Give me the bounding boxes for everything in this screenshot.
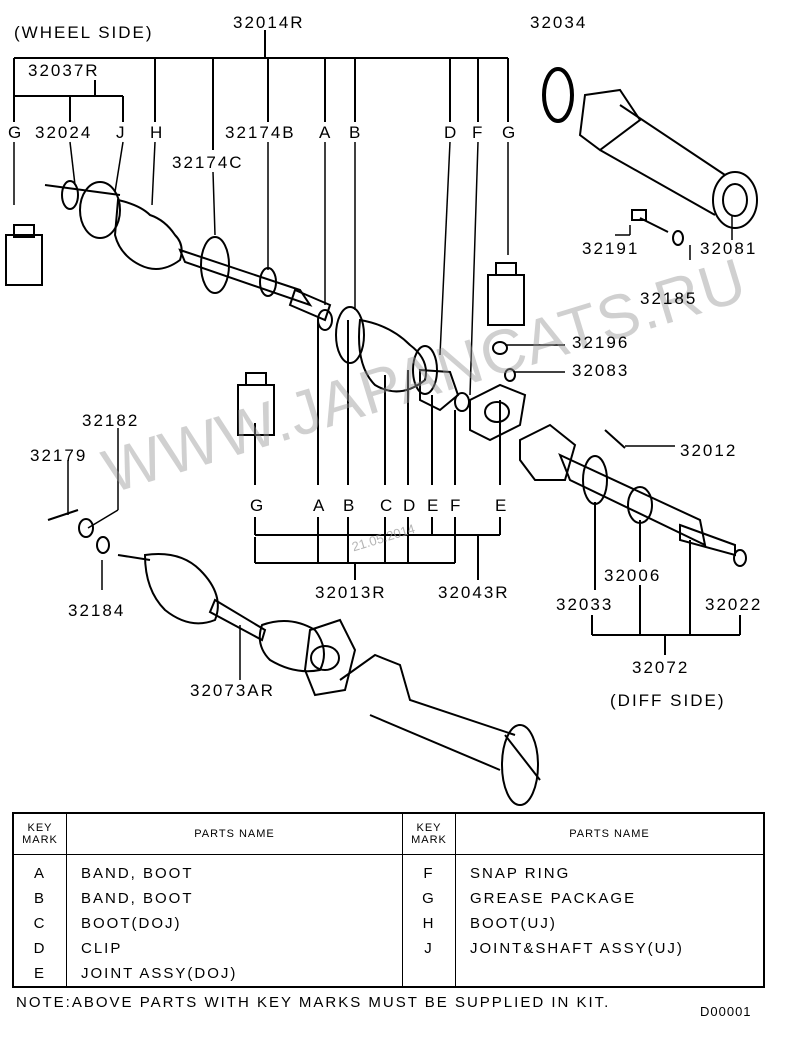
part-number-32022[interactable]: 32022	[705, 595, 763, 614]
label-diff-side: (DIFF SIDE)	[610, 691, 726, 710]
bracket-32013R-32043R	[254, 320, 501, 580]
part-number-32174C[interactable]: 32174C	[172, 153, 244, 172]
part-number-32083[interactable]: 32083	[572, 361, 630, 380]
key-mark-f: F	[450, 496, 463, 515]
key-mark-c: C	[380, 496, 395, 515]
part-number-32174B[interactable]: 32174B	[225, 123, 296, 142]
key-mark: G	[402, 886, 456, 911]
drawing-code: D00001	[700, 1004, 752, 1019]
parts-name: BOOT(UJ)	[455, 911, 765, 936]
key-mark-b: B	[343, 496, 357, 515]
parts-name	[455, 961, 765, 987]
parts-name: JOINT ASSY(DOJ)	[66, 961, 403, 987]
key-mark: E	[12, 961, 67, 987]
key-mark-j: J	[116, 123, 127, 142]
lower-drive-shaft-32073AR	[47, 509, 357, 697]
part-number-32081[interactable]: 32081	[700, 239, 758, 258]
part-number-32033[interactable]: 32033	[556, 595, 614, 614]
part-number-32014R[interactable]: 32014R	[233, 13, 305, 32]
key-mark-b: B	[349, 123, 363, 142]
key-mark-f: F	[472, 123, 485, 142]
table-header-row: KEY MARK PARTS NAME KEY MARK PARTS NAME	[12, 812, 765, 855]
grease-package	[5, 224, 525, 436]
key-mark-g: G	[502, 123, 518, 142]
part-number-32185[interactable]: 32185	[640, 289, 698, 308]
key-mark-e: E	[427, 496, 441, 515]
part-number-32037R[interactable]: 32037R	[28, 61, 100, 80]
part-number-32191[interactable]: 32191	[582, 239, 640, 258]
part-number-32072[interactable]: 32072	[632, 658, 690, 677]
key-mark-d: D	[444, 123, 459, 142]
key-mark: F	[402, 854, 456, 886]
key-mark-a: A	[313, 496, 327, 515]
key-mark-g: G	[8, 123, 24, 142]
upper-drive-shaft	[44, 180, 527, 442]
part-number-32013R[interactable]: 32013R	[315, 583, 387, 602]
lower-housing	[339, 653, 541, 806]
bracket-32014R	[13, 30, 509, 150]
part-number-32012[interactable]: 32012	[680, 441, 738, 460]
part-number-32179[interactable]: 32179	[30, 446, 88, 465]
key-mark: C	[12, 911, 67, 936]
label-wheel-side: (WHEEL SIDE)	[14, 23, 154, 42]
kit-note: NOTE:ABOVE PARTS WITH KEY MARKS MUST BE …	[16, 994, 611, 1011]
part-number-32024[interactable]: 32024	[35, 123, 93, 142]
key-mark: D	[12, 936, 67, 961]
key-mark-a: A	[319, 123, 333, 142]
key-mark: A	[12, 854, 67, 886]
leader-lines	[13, 141, 733, 680]
parts-name: CLIP	[66, 936, 403, 961]
parts-name: JOINT&SHAFT ASSY(UJ)	[455, 936, 765, 961]
key-mark: B	[12, 886, 67, 911]
part-number-32184[interactable]: 32184	[68, 601, 126, 620]
parts-name: BAND, BOOT	[66, 886, 403, 911]
shaft-housing-32081	[542, 67, 758, 246]
part-number-32196[interactable]: 32196	[572, 333, 630, 352]
parts-name: SNAP RING	[455, 854, 765, 886]
exploded-parts-diagram	[5, 30, 758, 806]
parts-name: BAND, BOOT	[66, 854, 403, 886]
header-key-mark: KEY MARK	[402, 812, 456, 855]
part-number-32043R[interactable]: 32043R	[438, 583, 510, 602]
header-parts-name: PARTS NAME	[66, 812, 403, 855]
parts-name: BOOT(DOJ)	[66, 911, 403, 936]
diff-shaft-32072	[492, 341, 747, 567]
key-mark-d: D	[403, 496, 418, 515]
parts-name: GREASE PACKAGE	[455, 886, 765, 911]
key-mark-e: E	[495, 496, 509, 515]
part-number-32034[interactable]: 32034	[530, 13, 588, 32]
key-mark-h: H	[150, 123, 165, 142]
header-parts-name: PARTS NAME	[455, 812, 765, 855]
part-number-32182[interactable]: 32182	[82, 411, 140, 430]
part-number-32006[interactable]: 32006	[604, 566, 662, 585]
key-mark-g: G	[250, 496, 266, 515]
header-key-mark: KEY MARK	[12, 812, 67, 855]
key-mark	[402, 961, 456, 987]
part-number-32073AR[interactable]: 32073AR	[190, 681, 275, 700]
key-mark: H	[402, 911, 456, 936]
bracket-32072	[591, 502, 741, 655]
key-mark: J	[402, 936, 456, 961]
key-mark-table: KEY MARK PARTS NAME KEY MARK PARTS NAME …	[12, 812, 765, 988]
